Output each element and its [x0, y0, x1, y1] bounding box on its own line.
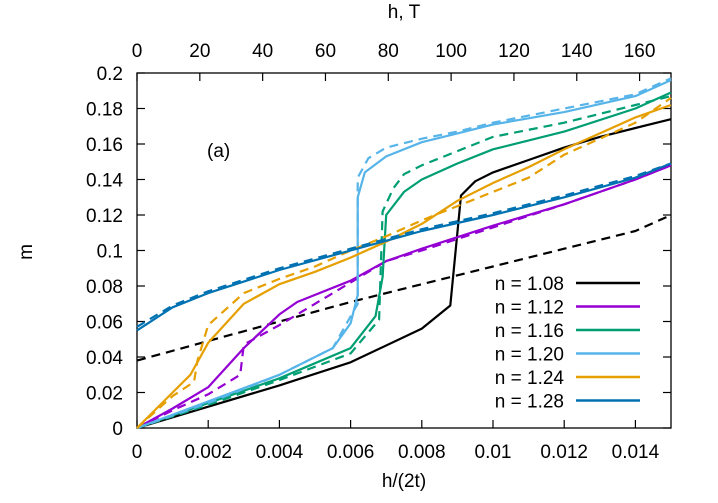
legend-label: n = 1.16	[495, 321, 564, 342]
x-tick-label: 0.014	[612, 442, 660, 463]
x2-tick-label: 60	[315, 41, 336, 62]
x-axis-label: h/(2t)	[382, 471, 426, 492]
y-tick-label: 0.16	[86, 135, 123, 156]
x2-tick-label: 80	[378, 41, 399, 62]
y-tick-label: 0.2	[97, 64, 123, 85]
series-line-3	[136, 79, 672, 430]
y-tick-label: 0.18	[86, 100, 123, 121]
x-tick-label: 0.012	[540, 442, 588, 463]
x-tick-label: 0.006	[327, 442, 375, 463]
y-tick-label: 0.04	[86, 348, 123, 369]
legend-label: n = 1.20	[495, 345, 564, 366]
x-tick-label: 0	[132, 442, 143, 463]
x2-tick-label: 140	[561, 41, 593, 62]
y-tick-label: 0	[112, 419, 123, 440]
series-line-dashed-5	[136, 162, 672, 328]
series-line-1	[136, 164, 672, 429]
panel-label: (a)	[207, 141, 230, 162]
legend: n = 1.08 n = 1.12n = 1.16 n = 1.20n = 1.24…	[495, 274, 640, 413]
legend-label: n = 1.28	[495, 392, 564, 413]
x-tick-label: 0.004	[256, 442, 304, 463]
series-line-5	[136, 162, 672, 332]
y-tick-label: 0.06	[86, 313, 123, 334]
x2-tick-label: 100	[435, 41, 467, 62]
y-tick-label: 0.08	[86, 277, 123, 298]
y-tick-label: 0.1	[97, 242, 123, 263]
y-tick-label: 0.14	[86, 171, 123, 192]
series-line-0	[136, 118, 672, 430]
series-line-dashed-3	[136, 77, 672, 430]
y-axis-label: m	[16, 244, 37, 260]
legend-label: n = 1.08	[495, 274, 564, 295]
x-tick-label: 0.008	[398, 442, 446, 463]
y-tick-label: 0.02	[86, 384, 123, 405]
series-line-2	[136, 91, 672, 430]
legend-label: n = 1.12	[495, 298, 564, 319]
series-line-dashed-2	[136, 95, 672, 430]
x2-tick-label: 0	[132, 41, 143, 62]
x2-tick-label: 120	[498, 41, 530, 62]
y-tick-label: 0.12	[86, 206, 123, 227]
x-tick-label: 0.01	[475, 442, 512, 463]
x2-tick-label: 40	[252, 41, 273, 62]
series-line-dashed-0	[136, 213, 672, 362]
x-tick-label: 0.002	[184, 442, 232, 463]
tick-labels: 0 0.002 0.004 0.006 0.008 0.01 0.012 0.014 0 20 40…	[86, 41, 660, 463]
plot-frame	[136, 72, 672, 429]
series-line-dashed-1	[136, 164, 672, 429]
data-series	[136, 77, 672, 430]
tick-marks	[136, 72, 671, 429]
x2-axis-label: h, T	[388, 2, 421, 23]
x2-tick-label: 20	[189, 41, 210, 62]
x2-tick-label: 160	[624, 41, 656, 62]
legend-label: n = 1.24	[495, 368, 565, 389]
